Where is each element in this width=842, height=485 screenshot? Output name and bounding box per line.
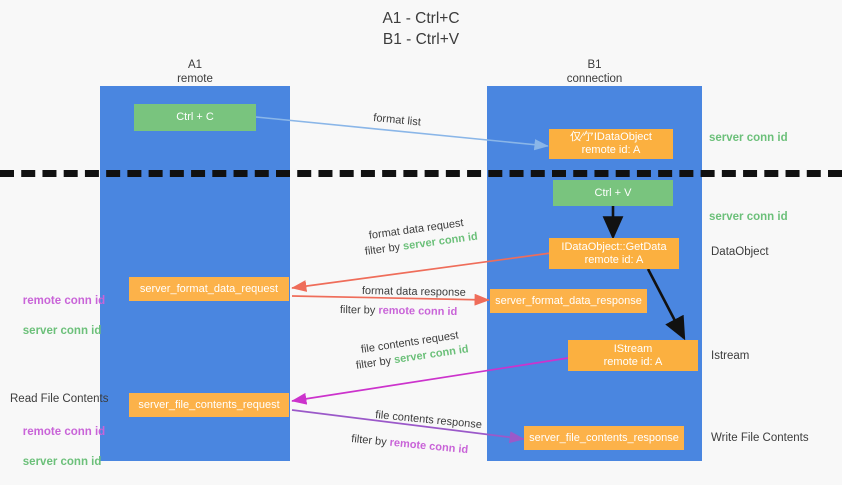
box-istream[interactable]: IStream remote id: A <box>568 340 698 371</box>
left-label-read-file-contents: Read File Contents <box>10 393 109 405</box>
column-caption-a1: A1 remote <box>177 59 213 85</box>
phase-separator <box>0 170 842 177</box>
right-label-dataobject: DataObject <box>711 246 769 258</box>
edge-label-file-contents-response: file contents response <box>374 408 483 432</box>
box-ctrl-c[interactable]: Ctrl + C <box>134 104 256 131</box>
box-server-format-data-request[interactable]: server_format_data_request <box>129 277 289 301</box>
left-label-conn-ids-1: remote conn id server conn id <box>10 279 105 354</box>
edge-label-file-contents-response-filter: filter by remote conn id <box>351 432 469 458</box>
filter-prefix: filter by <box>364 240 404 258</box>
page-title: A1 - Ctrl+C B1 - Ctrl+V <box>382 10 460 48</box>
right-label-write-file-contents: Write File Contents <box>711 432 809 444</box>
filter-prefix: filter by <box>350 432 391 449</box>
left-remote-conn-id-2: remote conn id <box>22 426 106 438</box>
box-server-file-contents-response[interactable]: server_file_contents_response <box>524 426 684 450</box>
box-server-file-contents-request[interactable]: server_file_contents_request <box>129 393 289 417</box>
right-label-server-conn-id-mid: server conn id <box>709 211 788 223</box>
filter-value-remote-conn-id: remote conn id <box>378 304 458 319</box>
right-label-istream: Istream <box>711 350 750 362</box>
filter-prefix: filter by <box>339 303 379 317</box>
box-idataobject[interactable]: 仅⁄亇IDataObject remote id: A <box>549 129 673 159</box>
left-server-conn-id-1: server conn id <box>22 325 102 337</box>
box-idataobject-getdata[interactable]: IDataObject::GetData remote id: A <box>549 238 679 269</box>
left-remote-conn-id-1: remote conn id <box>22 295 106 307</box>
edge-label-format-data-response-filter: filter by remote conn id <box>340 303 458 320</box>
right-label-server-conn-id-top: server conn id <box>709 132 788 144</box>
column-caption-b1: B1 connection <box>566 59 623 85</box>
filter-value-remote-conn-id: remote conn id <box>389 436 469 457</box>
box-server-format-data-response[interactable]: server_format_data_response <box>490 289 647 313</box>
left-server-conn-id-2: server conn id <box>22 456 102 468</box>
edge-label-format-data-response: format data response <box>361 284 466 299</box>
edge-label-format-list: format list <box>372 111 422 129</box>
left-label-conn-ids-2: remote conn id server conn id <box>10 410 105 485</box>
box-ctrl-v[interactable]: Ctrl + V <box>553 180 673 206</box>
